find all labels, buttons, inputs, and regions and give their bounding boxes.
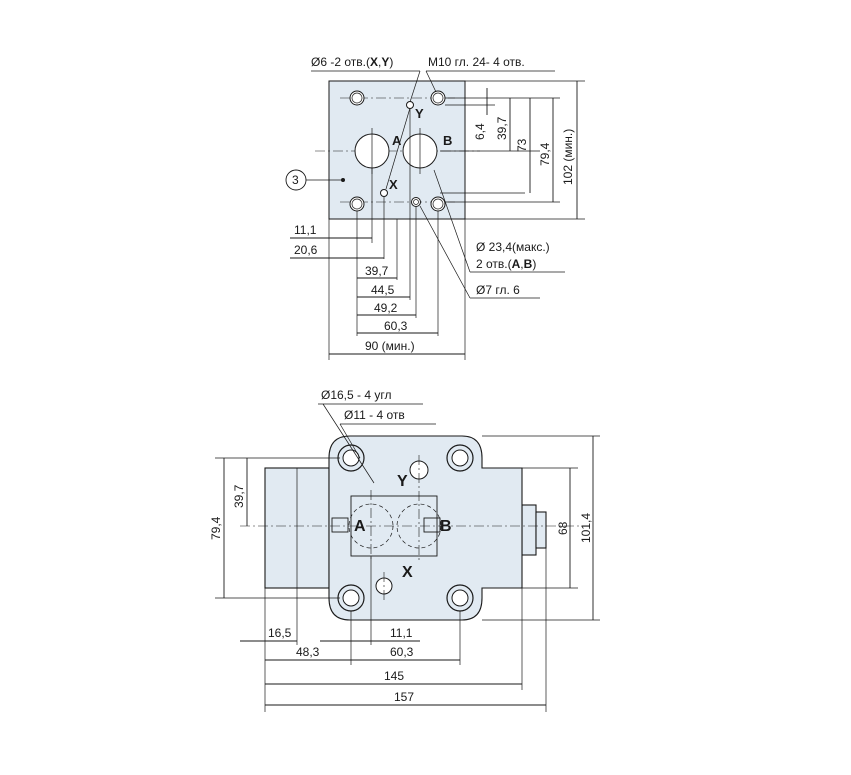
dim-20-6: 20,6 xyxy=(294,243,318,257)
dim-11-1-top: 11,1 xyxy=(294,223,317,237)
thread-hole-bottom-right xyxy=(430,196,446,212)
dim-48-3: 48,3 xyxy=(296,645,320,659)
port-y-hole xyxy=(406,101,414,109)
ports-count-callout: 2 отв.(A,B) xyxy=(476,257,536,271)
dim-16-5: 16,5 xyxy=(268,626,292,640)
thread-hole-bottom-left xyxy=(349,196,365,212)
dim-44-5: 44,5 xyxy=(371,283,395,297)
bolt-callout: Ø11 - 4 отв xyxy=(344,408,405,422)
mounting-plate xyxy=(328,80,466,220)
port-b-label: B xyxy=(443,133,452,148)
dim-145: 145 xyxy=(384,669,404,683)
dim-39-7-top: 39,7 xyxy=(495,116,509,140)
dim-60-3-top: 60,3 xyxy=(384,319,408,333)
bolt-hole-top-left xyxy=(337,444,365,472)
bolt-hole-bottom-left xyxy=(337,584,365,612)
dim-39-7-left: 39,7 xyxy=(232,484,246,508)
thread-callout: M10 гл. 24- 4 отв. xyxy=(428,55,525,69)
dim-101-4: 101,4 xyxy=(579,513,593,543)
dim-60-3-bottom: 60,3 xyxy=(390,645,414,659)
top-right-dimensions: 6,4 39,7 73 79,4 102 (мин.) xyxy=(440,80,585,220)
dim-49-2: 49,2 xyxy=(374,301,398,315)
thread-hole-top-right xyxy=(430,90,446,106)
bottom-view: A B Y X Ø16,5 - 4 угл Ø11 - 4 отв 79,4 3… xyxy=(209,388,600,712)
item-number: 3 xyxy=(292,173,299,187)
port-x-label: X xyxy=(389,177,398,192)
dim-68: 68 xyxy=(556,521,570,535)
dim-90: 90 (мин.) xyxy=(365,339,415,353)
dim-79-4-top: 79,4 xyxy=(538,142,552,166)
ports-diameter-callout: Ø 23,4(макс.) xyxy=(476,240,550,254)
dim-102: 102 (мин.) xyxy=(561,129,575,185)
port-x-hole xyxy=(380,189,388,197)
port-y-label-bottom: Y xyxy=(397,473,408,490)
top-bottom-dimensions: 11,1 20,6 39,7 44,5 49,2 60,3 90 (мин.) xyxy=(290,109,466,360)
port-y-label: Y xyxy=(415,106,424,121)
port-b-label-bottom: B xyxy=(440,518,452,535)
dim-39-7-bottom: 39,7 xyxy=(365,264,389,278)
xy-holes-callout: Ø6 -2 отв.(X,Y) xyxy=(311,55,393,69)
pin-hole xyxy=(411,197,421,207)
right-adjuster xyxy=(521,504,537,556)
bottom-right-dimensions: 68 101,4 xyxy=(482,435,600,621)
valve-body xyxy=(328,435,523,621)
dim-11-1-bottom: 11,1 xyxy=(390,626,413,640)
dim-73: 73 xyxy=(515,138,529,152)
port-a-label: A xyxy=(392,133,402,148)
dim-79-4-bottom: 79,4 xyxy=(209,516,223,540)
dim-157: 157 xyxy=(394,690,414,704)
bottom-bottom-dimensions: 16,5 48,3 11,1 60,3 145 157 xyxy=(240,548,547,712)
top-view: A B Y X 3 Ø6 -2 отв.(X,Y) M10 гл. 24- 4 … xyxy=(285,55,585,360)
bolt-hole-top-right xyxy=(446,444,474,472)
bottom-left-dimensions: 79,4 39,7 xyxy=(209,457,340,599)
thread-hole-top-left xyxy=(349,90,365,106)
dim-6-4: 6,4 xyxy=(473,123,487,140)
counterbore-callout: Ø16,5 - 4 угл xyxy=(321,388,391,402)
pin-callout: Ø7 гл. 6 xyxy=(476,283,520,297)
port-a-label-bottom: A xyxy=(354,518,366,535)
bolt-hole-bottom-right xyxy=(446,584,474,612)
port-x-label-bottom: X xyxy=(402,564,413,581)
adjuster-nut xyxy=(535,511,547,549)
